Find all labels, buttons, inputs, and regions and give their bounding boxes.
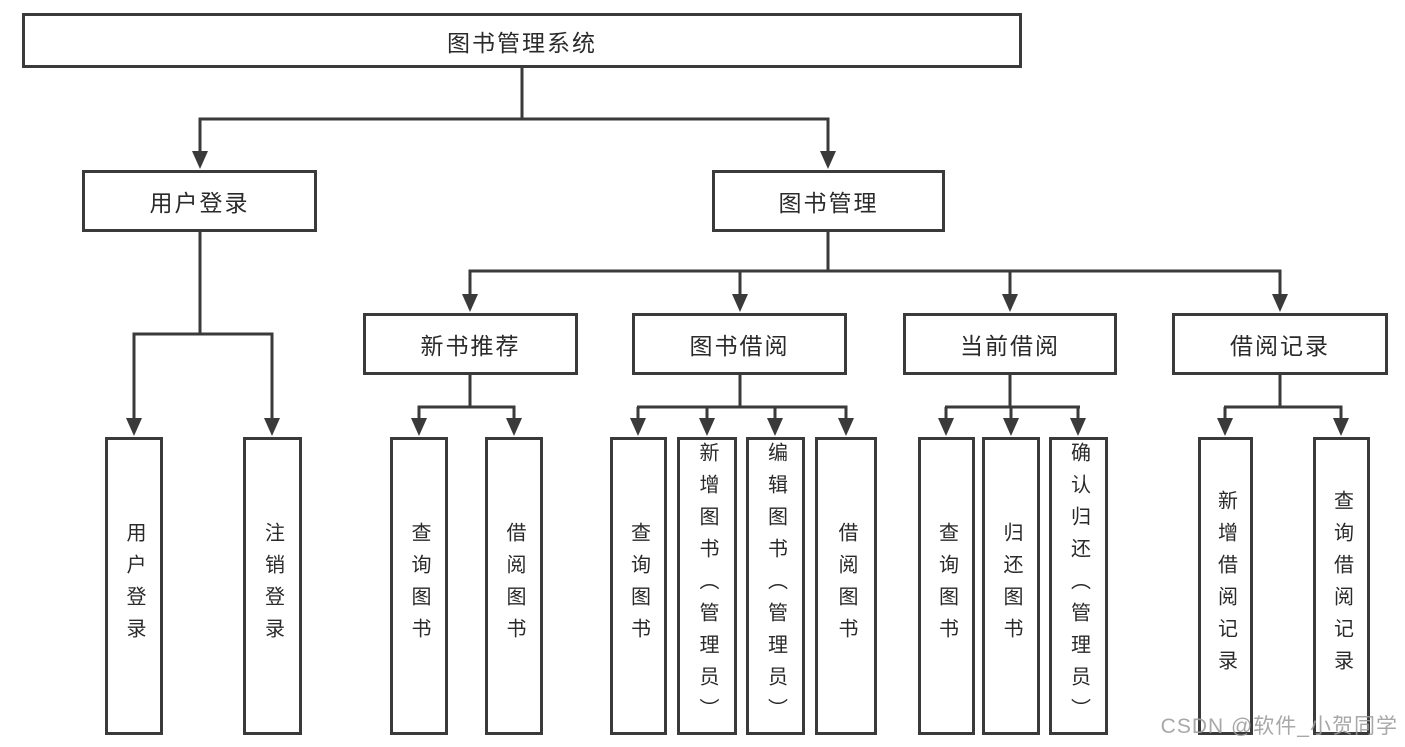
leaf-borrow-books: 借阅图书 <box>815 437 877 735</box>
leaf-edit-books-admin: 编辑图书（管理员） <box>746 437 805 735</box>
node-borrow-records: 借阅记录 <box>1172 313 1388 375</box>
leaf-return-books: 归还图书 <box>982 437 1040 735</box>
leaf-add-books-admin: 新增图书（管理员） <box>677 437 737 735</box>
leaf-add-borrow-record: 新增借阅记录 <box>1198 437 1253 735</box>
leaf-confirm-return-admin: 确认归还（管理员） <box>1049 437 1108 735</box>
leaf-query-borrow-record: 查询借阅记录 <box>1313 437 1370 735</box>
leaf-logout: 注销登录 <box>243 437 302 735</box>
watermark: CSDN @软件_小贺同学 <box>1160 715 1398 738</box>
leaf-query-books-recommend: 查询图书 <box>390 437 448 735</box>
node-new-book-recommend: 新书推荐 <box>363 313 578 375</box>
leaf-query-books-current: 查询图书 <box>918 437 975 735</box>
node-root: 图书管理系统 <box>22 13 1022 68</box>
leaf-borrow-books-recommend: 借阅图书 <box>485 437 543 735</box>
node-book-management: 图书管理 <box>712 170 945 232</box>
node-book-borrow: 图书借阅 <box>632 313 847 375</box>
node-current-borrow: 当前借阅 <box>903 313 1117 375</box>
leaf-query-books-borrow: 查询图书 <box>610 437 667 735</box>
node-user-login: 用户登录 <box>82 170 317 232</box>
leaf-user-login: 用户登录 <box>105 437 163 735</box>
